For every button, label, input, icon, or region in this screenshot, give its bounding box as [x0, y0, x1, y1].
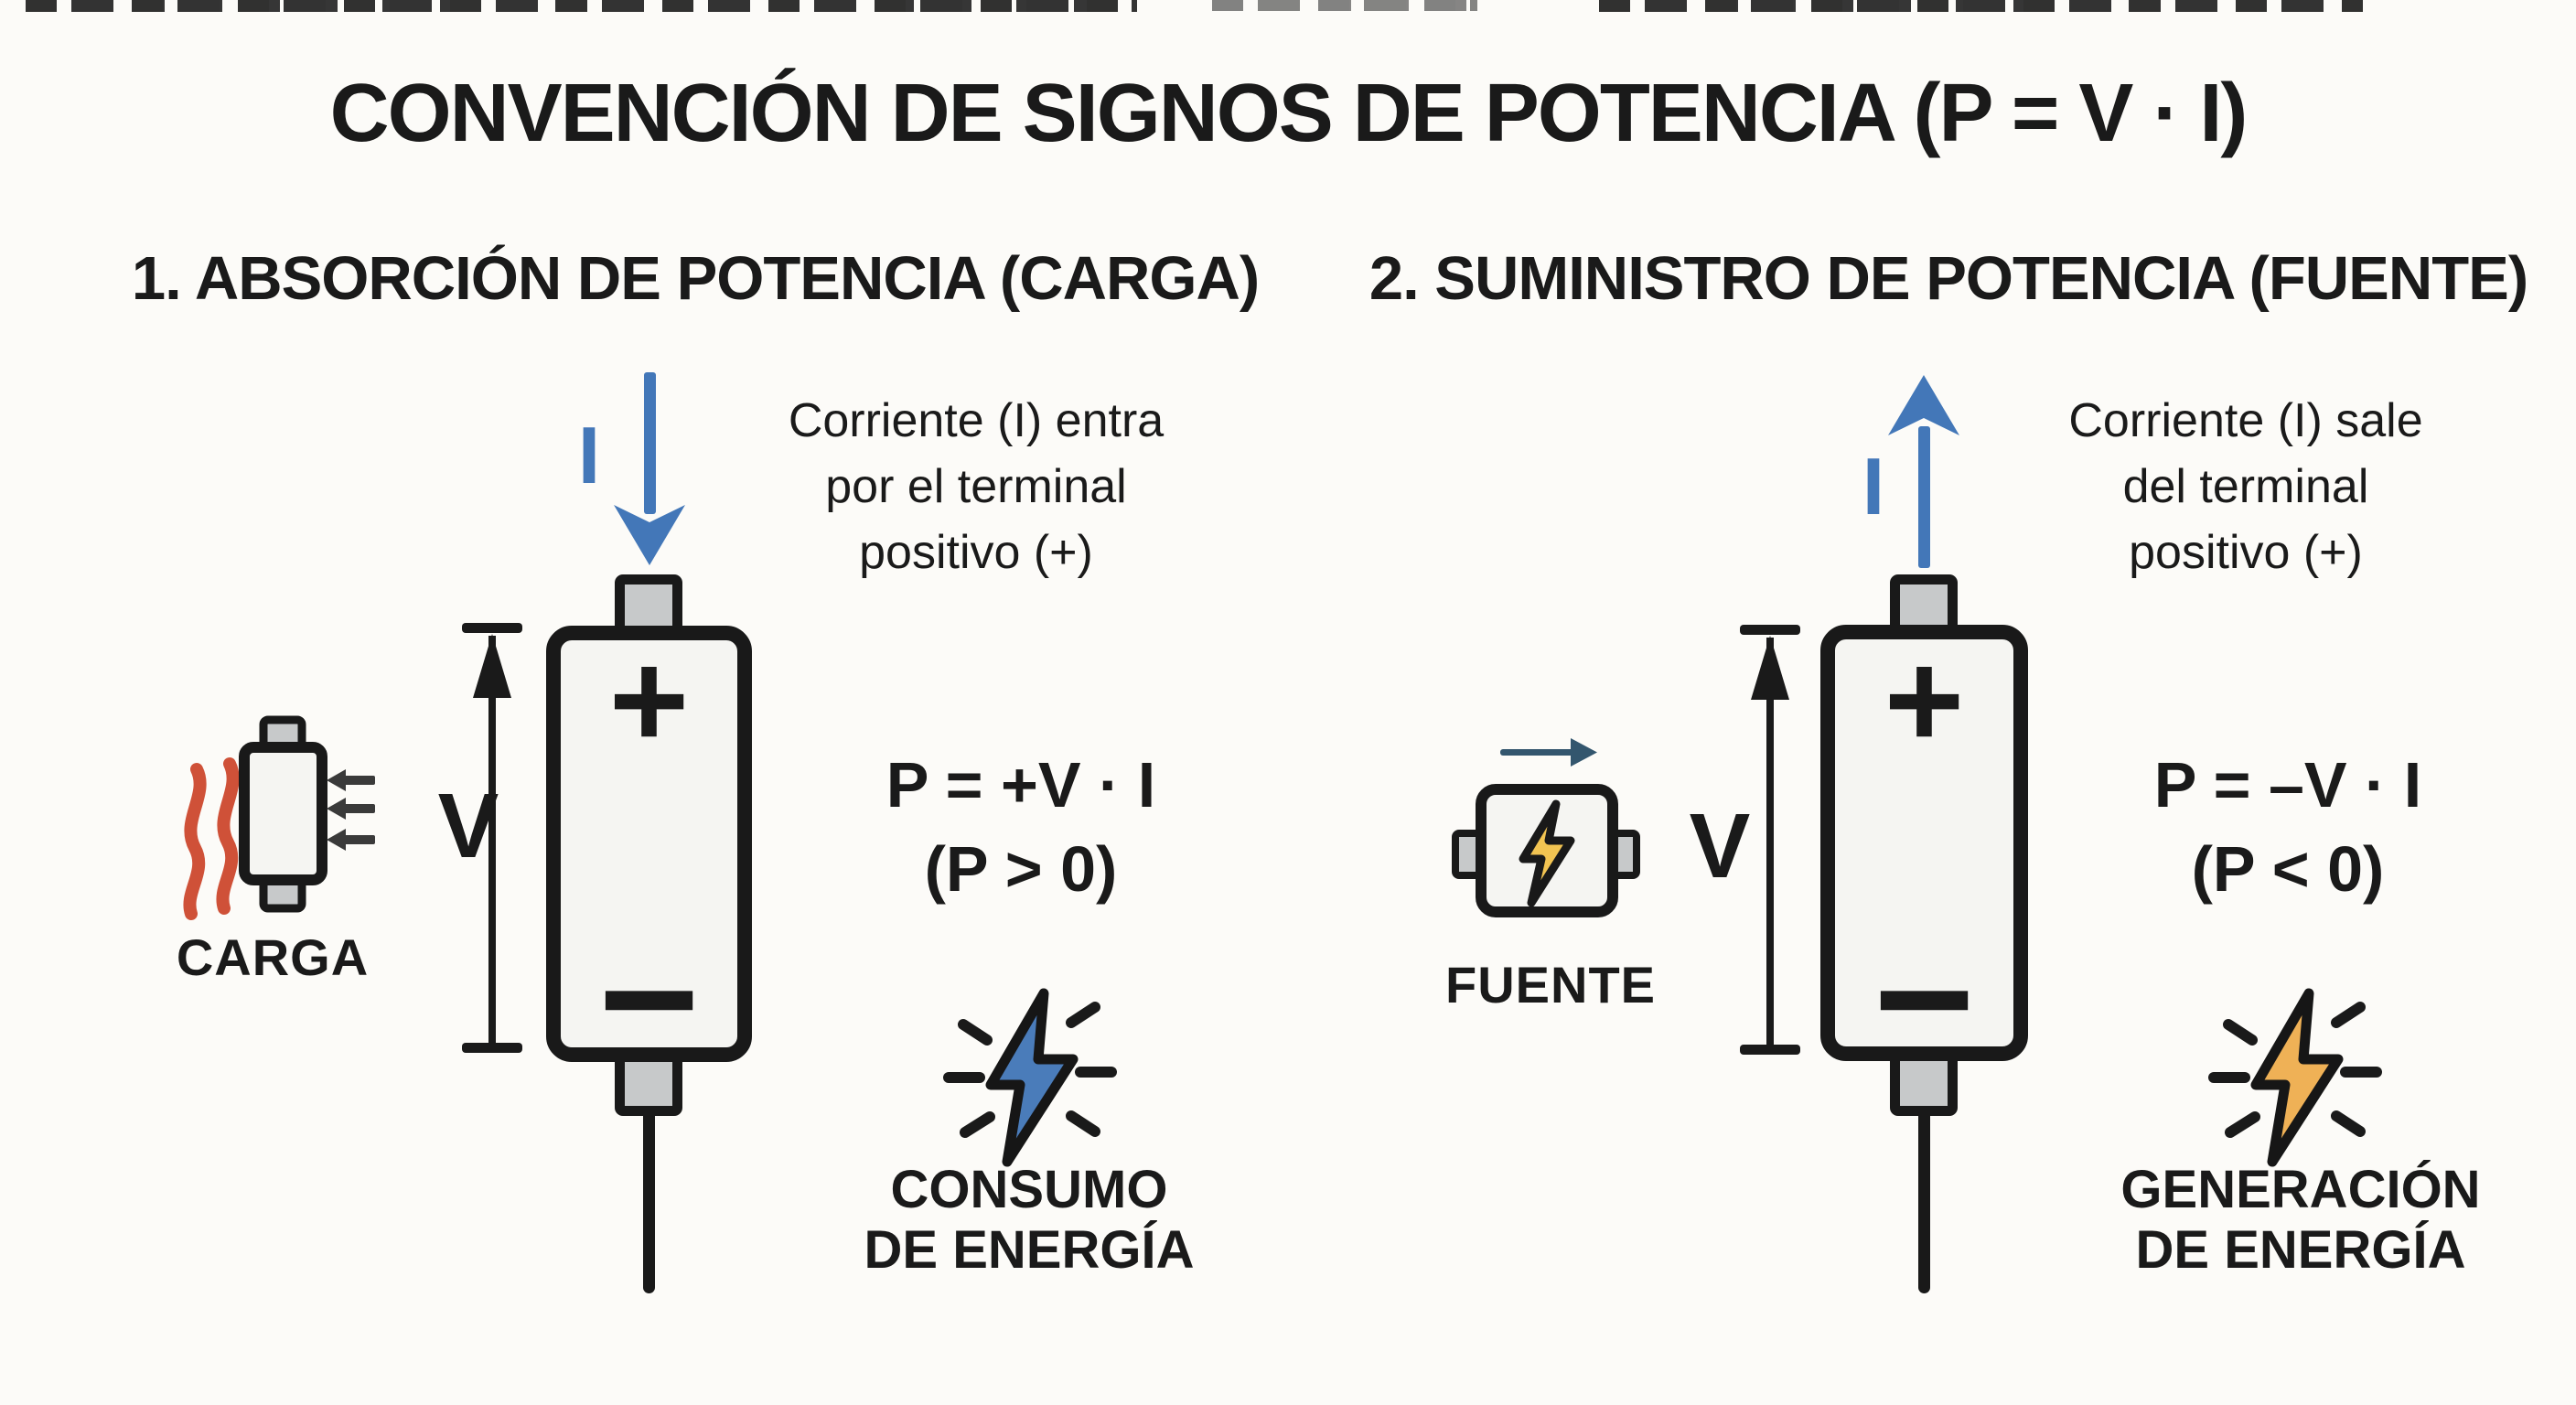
battery-wire	[1918, 1112, 1930, 1293]
voltage-symbol-left: V	[437, 775, 499, 877]
battery-positive-sign: +	[608, 622, 690, 777]
voltage-dimension-arrow-right	[1740, 625, 1800, 1055]
equation-line: P = +V · I	[886, 749, 1156, 820]
energy-label-right: GENERACIÓN DE ENERGÍA	[2067, 1160, 2534, 1281]
top-cropped-text-artifact	[1599, 0, 2363, 12]
section-heading-source: 2. SUMINISTRO DE POTENCIA (FUENTE)	[1368, 244, 2528, 313]
battery-symbol-right	[1820, 625, 2028, 1061]
load-label: CARGA	[176, 928, 370, 986]
energy-line: DE ENERGÍA	[864, 1220, 1195, 1280]
load-body	[239, 742, 327, 885]
power-equation-left: P = +V · I (P > 0)	[792, 743, 1250, 911]
energy-line: GENERACIÓN	[2120, 1160, 2481, 1219]
power-equation-right: P = –V · I (P < 0)	[2059, 743, 2517, 911]
current-symbol-left: I	[577, 410, 601, 500]
page-title: CONVENCIÓN DE SIGNOS DE POTENCIA (P = V …	[329, 68, 2249, 159]
source-icon	[1452, 784, 1640, 917]
note-line: positivo (+)	[2129, 526, 2363, 579]
source-bolt-shape	[1519, 799, 1575, 907]
battery-positive-sign: +	[1884, 622, 1965, 777]
current-note-left: Corriente (I) entra por el terminal posi…	[743, 388, 1209, 585]
battery-wire	[643, 1112, 655, 1293]
section-heading-load: 1. ABSORCIÓN DE POTENCIA (CARGA)	[131, 244, 1260, 313]
note-line: por el terminal	[825, 460, 1127, 513]
power-inflow-arrows-icon	[327, 769, 375, 851]
energy-label-left: CONSUMO DE ENERGÍA	[796, 1160, 1262, 1281]
current-symbol-right: I	[1862, 441, 1885, 531]
energy-line: DE ENERGÍA	[2135, 1220, 2466, 1280]
top-cropped-text-artifact	[1212, 0, 1477, 11]
voltage-symbol-right: V	[1689, 795, 1751, 897]
lightning-bolt-shape	[2250, 988, 2344, 1167]
heat-wave-icon	[216, 757, 240, 915]
battery-negative-sign: −	[1873, 902, 1975, 1096]
top-cropped-text-artifact	[26, 0, 1137, 12]
note-line: Corriente (I) sale	[2068, 394, 2423, 447]
note-line: Corriente (I) entra	[788, 394, 1165, 447]
load-icon	[183, 715, 375, 920]
current-arrow-down-icon	[614, 372, 685, 565]
equation-line: P = –V · I	[2153, 749, 2422, 820]
battery-symbol-left	[546, 626, 752, 1062]
source-current-arrow-icon	[1500, 738, 1597, 767]
source-label: FUENTE	[1445, 956, 1656, 1014]
note-line: del terminal	[2122, 460, 2369, 513]
condition-line: (P > 0)	[924, 833, 1118, 905]
generation-lightning-icon	[2208, 988, 2382, 1167]
heat-wave-icon	[183, 763, 207, 920]
voltage-dimension-arrow-left	[462, 623, 522, 1053]
condition-line: (P < 0)	[2191, 833, 2385, 905]
energy-line: CONSUMO	[890, 1160, 1168, 1219]
consumption-lightning-icon	[943, 988, 1117, 1167]
note-line: positivo (+)	[859, 526, 1093, 579]
current-arrow-up-icon	[1888, 375, 1959, 568]
lightning-bolt-shape	[985, 988, 1079, 1167]
current-note-right: Corriente (I) sale del terminal positivo…	[2012, 388, 2479, 585]
battery-negative-sign: −	[598, 902, 700, 1096]
